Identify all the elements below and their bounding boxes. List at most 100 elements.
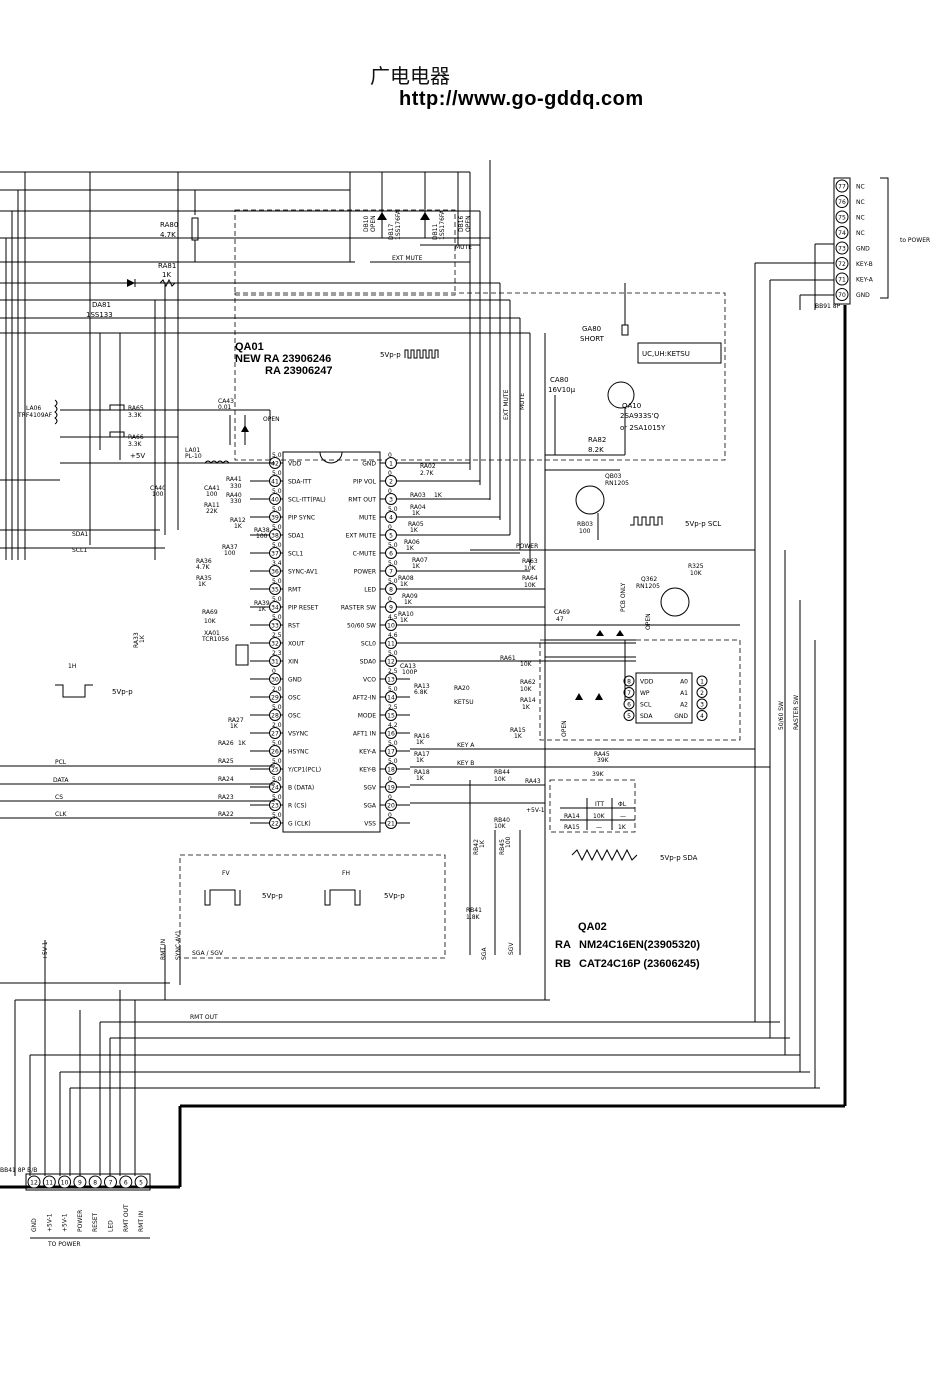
qa02-pin-number: 4 <box>700 713 704 720</box>
ra64-ref: RA64 <box>522 575 538 582</box>
qa01-pin-name: SCL1 <box>288 551 303 558</box>
qa01-pin-name: G (CLK) <box>288 821 311 828</box>
ra41-val: 330 <box>230 483 242 490</box>
ra35-ref: RA35 <box>196 575 212 582</box>
ra64-val: 10K <box>524 582 537 589</box>
da81-ref: DA81 <box>92 301 111 309</box>
qa01-pin-name: RST <box>288 623 300 630</box>
right-connector-pin-label: GND <box>856 292 870 299</box>
ra66-val: 3.3K <box>128 441 143 448</box>
clock-waveform-top <box>404 349 439 359</box>
qa01-pin-39-circle <box>269 511 281 523</box>
qa02-pin-name: VDD <box>640 679 654 686</box>
qa01-pin-voltage: 0 <box>388 488 392 495</box>
bottom-connector-pin-circle <box>104 1175 117 1189</box>
ra07-ref: RA07 <box>412 557 428 564</box>
ra61-ref: RA61 <box>500 655 516 662</box>
ra69-val: 10K <box>204 618 217 625</box>
qa01-pin-voltage: 5.0 <box>272 812 282 819</box>
key-a-label: KEY A <box>457 742 475 749</box>
ra45-val: 39K <box>597 757 610 764</box>
qa02-pin-name: A0 <box>680 679 688 686</box>
qa01-pin-name: SGV <box>363 785 376 792</box>
ext-mute-vertical: EXT MUTE <box>503 389 510 420</box>
qa01-vpp: 5Vp-p <box>380 351 401 359</box>
right-connector-pin-number: 75 <box>838 215 846 222</box>
qa01-pin-number: 26 <box>271 749 279 756</box>
qa02-pin-circle <box>696 698 708 710</box>
bottom-connector-pin-number: 6 <box>124 1180 128 1187</box>
right-connector-ref: BB91 8P <box>815 303 841 310</box>
ra04-ref: RA04 <box>410 504 426 511</box>
qa01-pin-number: 41 <box>271 479 279 486</box>
bottom-connector-pin-number: 10 <box>61 1180 69 1187</box>
ra82-ref: RA82 <box>588 436 606 444</box>
qa01-pin-number: 7 <box>389 569 393 576</box>
qa01-line1: NEW RA 23906246 <box>235 353 331 365</box>
qa01-pin-name: SDA0 <box>360 659 376 666</box>
ra13-val: 6.8K <box>414 689 429 696</box>
qa01-pin-number: 39 <box>271 515 279 522</box>
ra61-val: 10K <box>520 661 533 668</box>
ra65-ref: RA65 <box>128 405 144 412</box>
ca80-ref: CA80 <box>550 376 569 384</box>
wave-fh-vpp: 5Vp-p <box>384 892 405 900</box>
ra39-val: 1K <box>258 606 267 613</box>
qa01-pin-21-circle <box>385 817 397 829</box>
qa01-pin-number: 2 <box>389 479 393 486</box>
qa10-part1: 2SA933S'Q <box>620 412 660 420</box>
ra11-val: 22K <box>206 508 219 515</box>
qa10-region: GA80 SHORT UC,UH:KETSU QA10 2SA933S'Q or… <box>545 283 722 456</box>
qa01-pin-23-circle <box>269 799 281 811</box>
right-connector-pin-circle <box>835 288 849 301</box>
qa01-pin-number: 24 <box>271 785 279 792</box>
ra09-ref: RA09 <box>402 593 418 600</box>
qa01-pin-17-circle <box>385 745 397 757</box>
qa01-pin-8-circle <box>385 583 397 595</box>
waveform-fv: FV 5Vp-p <box>204 870 283 906</box>
ra-table-r0c2: — <box>620 813 626 820</box>
uc-ketsu-note: UC,UH:KETSU <box>642 350 690 358</box>
ra16-val: 1K <box>416 739 425 746</box>
dashed-box-qa02 <box>539 639 741 741</box>
bottom-connector-pin-number: 7 <box>109 1180 113 1187</box>
qa01-pin-name: B (DATA) <box>288 785 314 792</box>
ca13-ref: CA13 <box>400 663 416 670</box>
ra-table-r0c0: RA14 <box>564 813 580 820</box>
qa02-pin-circle <box>623 698 635 710</box>
qa01-ic-body <box>282 451 381 833</box>
right-connector-pin-circle <box>835 257 849 270</box>
qa01-pin-36-circle <box>269 565 281 577</box>
mute-vertical: MUTE <box>519 393 526 410</box>
qa01-pin-name: R (CS) <box>288 803 307 810</box>
qa01-pin-name: PIP SYNC <box>288 515 315 522</box>
qa01-pin-28-circle <box>269 709 281 721</box>
power-label: POWER <box>516 543 538 550</box>
qa01-pin-number: 42 <box>271 461 279 468</box>
qa01-pin-voltage: 5.0 <box>272 704 282 711</box>
qa01-pin-name: XOUT <box>288 641 305 648</box>
da81-val: 1SS133 <box>86 311 113 319</box>
bottom-connector-pin-label: LED <box>108 1220 115 1232</box>
qa01-pin-name: KEY-B <box>359 767 376 774</box>
ra03-val: 1K <box>434 492 443 499</box>
qa01-pin-voltage: 2.5 <box>272 632 282 639</box>
qa01-pin-name: VDD <box>288 461 302 468</box>
qa01-pin-number: 22 <box>271 821 279 828</box>
bottom-connector-ref: BB41 8P B/B <box>0 1167 37 1174</box>
right-connector-pin-number: 73 <box>838 246 846 253</box>
ra07-val: 1K <box>412 563 421 570</box>
qa01-pin-name: SCL-ITT(PAL) <box>288 497 326 504</box>
bottom-connector-pin-circle <box>42 1175 56 1189</box>
dashed-box-top <box>234 209 456 296</box>
qa02-pin-circle <box>623 710 635 721</box>
qa10-part2: or 2SA1015Y <box>620 424 666 432</box>
qa01-pin-name: VSS <box>364 821 376 828</box>
bottom-connector-pin-label: +5V-1 <box>46 1213 53 1232</box>
ra27-val: 1K <box>230 723 239 730</box>
ra15-val: 1K <box>514 733 523 740</box>
qa02-pin-name: GND <box>674 713 688 720</box>
ra05-ref: RA05 <box>408 521 424 528</box>
ca43-ref: CA43 <box>218 398 234 405</box>
